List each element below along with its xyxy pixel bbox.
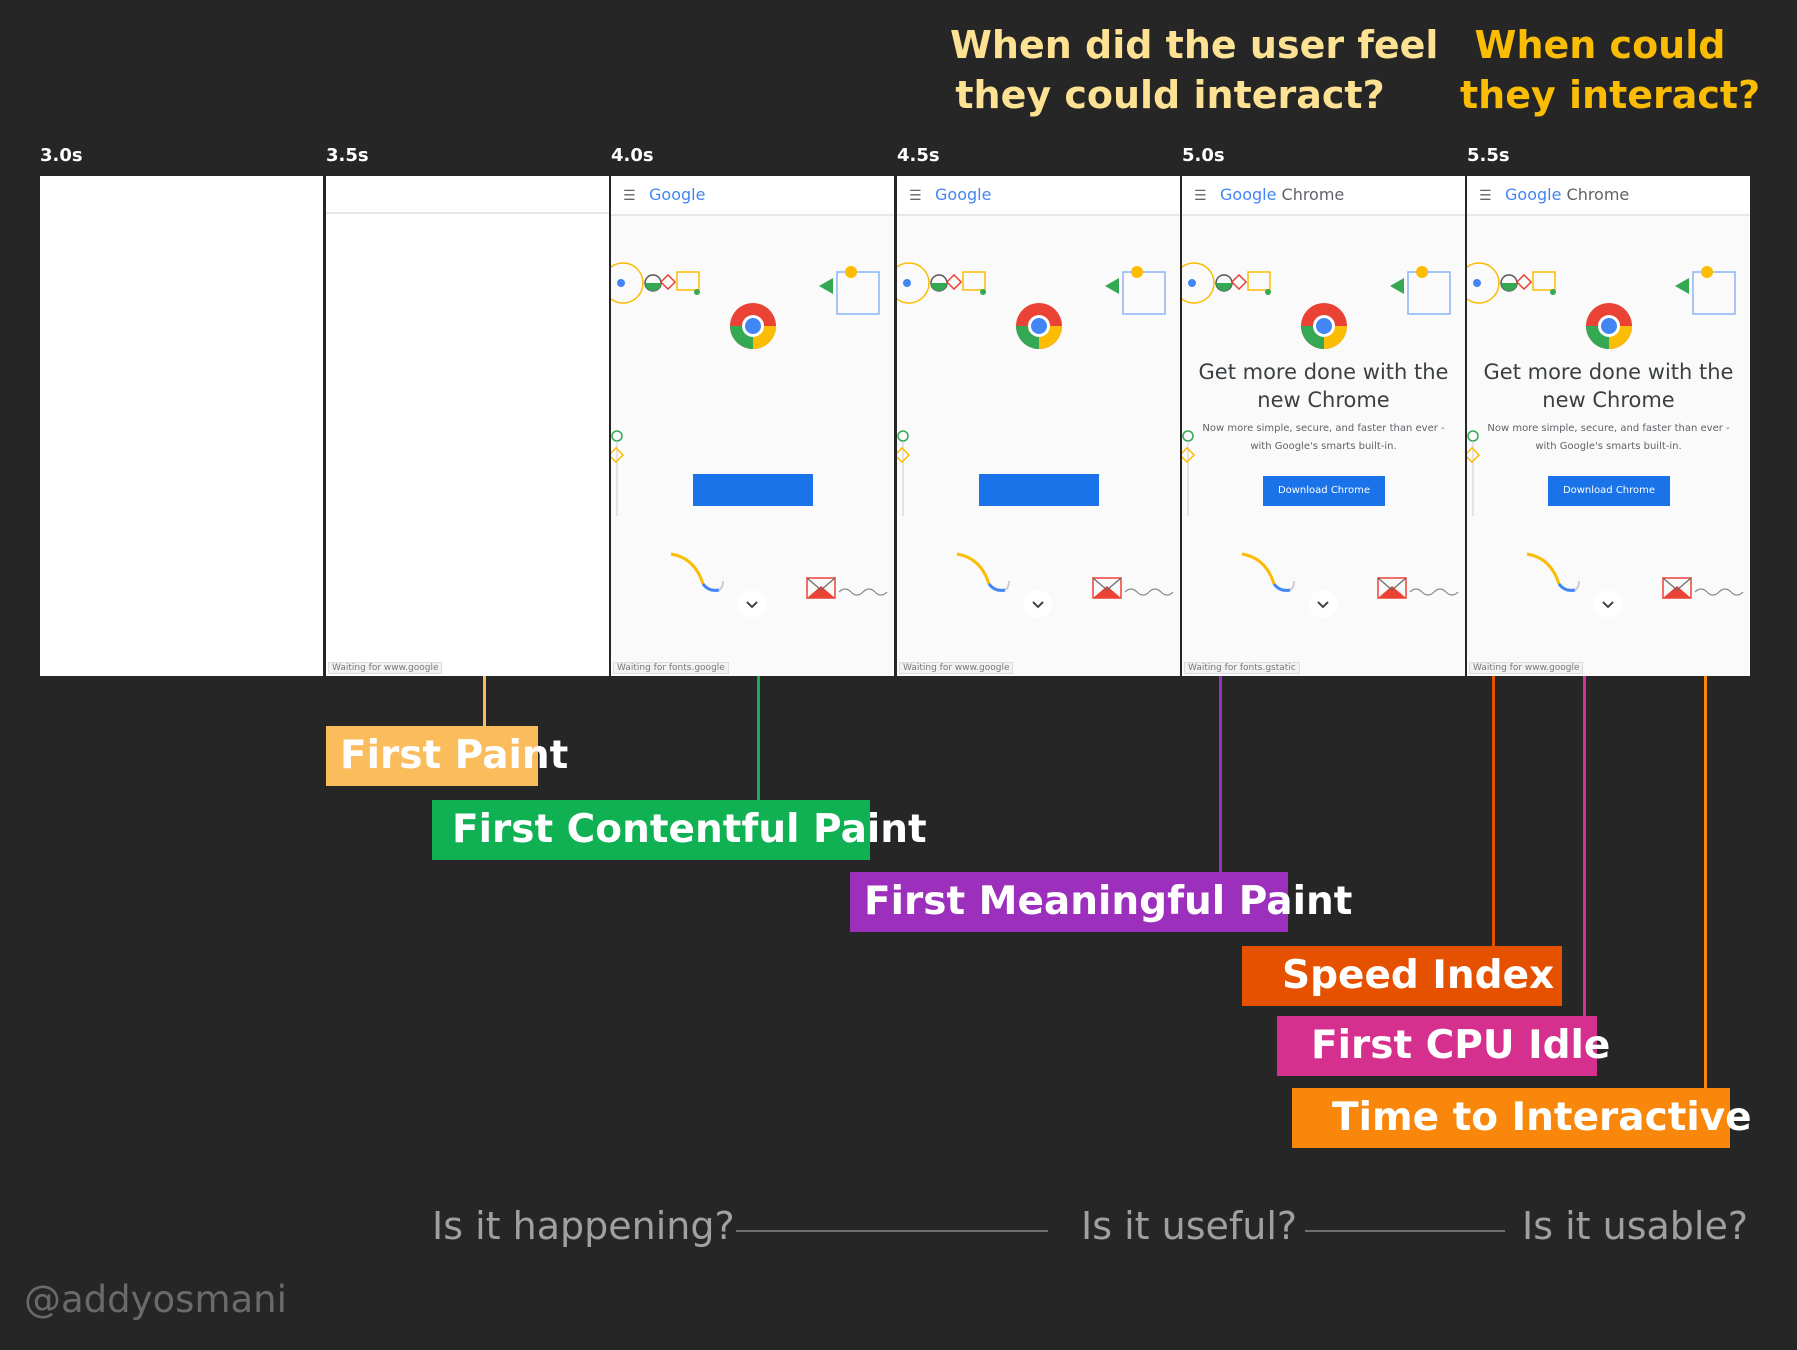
envelope-icon bbox=[806, 577, 836, 599]
page-toolbar: ☰ Google Chrome bbox=[1467, 176, 1750, 216]
question-could-line-2: they interact? bbox=[1460, 73, 1761, 117]
filmstrip-frame-4-5: ☰ Google bbox=[897, 176, 1180, 676]
question-could-line-1: When could bbox=[1474, 23, 1726, 67]
question-feel-line-2: they could interact? bbox=[955, 73, 1385, 117]
page-headline: Get more done with the new Chrome bbox=[1467, 358, 1750, 414]
hamburger-menu-icon[interactable]: ☰ bbox=[1194, 188, 1207, 204]
page-toolbar: ☰ Google bbox=[611, 176, 894, 216]
envelope-icon bbox=[1377, 577, 1407, 599]
loading-status: Waiting for fonts.google bbox=[613, 662, 729, 674]
headline-line-2: new Chrome bbox=[1257, 388, 1390, 412]
google-brand: Google bbox=[649, 185, 705, 204]
product-name: Chrome bbox=[1281, 185, 1345, 204]
location-pin-icon bbox=[611, 430, 625, 516]
google-wordmark: Google bbox=[935, 185, 992, 204]
product-name: Chrome bbox=[1566, 185, 1630, 204]
timestamp-3-5: 3.5s bbox=[326, 145, 369, 166]
filmstrip-frame-5-5: ☰ Google Chrome bbox=[1467, 176, 1750, 676]
page-toolbar bbox=[326, 176, 609, 214]
google-brand: Google bbox=[935, 185, 991, 204]
google-wordmark: Google bbox=[1505, 185, 1562, 204]
hamburger-menu-icon[interactable]: ☰ bbox=[623, 188, 636, 204]
subtitle-line-2: with Google's smarts built-in. bbox=[1250, 441, 1397, 452]
location-pin-icon bbox=[1467, 430, 1481, 516]
chrome-logo-icon bbox=[730, 303, 776, 349]
first-contentful-paint-label: First Contentful Paint bbox=[432, 800, 927, 860]
chrome-logo-icon bbox=[1586, 303, 1632, 349]
first-cpu-idle-label: First CPU Idle bbox=[1277, 1016, 1610, 1076]
hamburger-menu-icon[interactable]: ☰ bbox=[909, 188, 922, 204]
is-it-useful-text: Is it useful? bbox=[1081, 1204, 1298, 1248]
illustration-decorations bbox=[1182, 262, 1459, 618]
question-feel-interact: When did the user feel they could intera… bbox=[950, 20, 1439, 120]
is-it-happening-text: Is it happening? bbox=[432, 1204, 735, 1248]
page-headline: Get more done with the new Chrome bbox=[1182, 358, 1465, 414]
chrome-logo-icon bbox=[1016, 303, 1062, 349]
filmstrip-frame-4-0: ☰ Google bbox=[611, 176, 894, 676]
subtitle-line-2: with Google's smarts built-in. bbox=[1535, 441, 1682, 452]
author-handle: @addyosmani bbox=[24, 1278, 287, 1321]
google-chrome-brand: Google Chrome bbox=[1505, 185, 1629, 204]
subtitle-line-1: Now more simple, secure, and faster than… bbox=[1202, 423, 1445, 434]
page-toolbar: ☰ Google bbox=[897, 176, 1180, 216]
question-feel-line-1: When did the user feel bbox=[950, 23, 1439, 67]
timestamp-5-0: 5.0s bbox=[1182, 145, 1225, 166]
speed-index-label: Speed Index bbox=[1242, 946, 1562, 1006]
filmstrip-frame-5-0: ☰ Google Chrome bbox=[1182, 176, 1465, 676]
envelope-icon bbox=[1092, 577, 1122, 599]
headline-line-1: Get more done with the bbox=[1198, 360, 1449, 384]
first-meaningful-paint-connector bbox=[1219, 676, 1222, 872]
progress-divider-2 bbox=[1305, 1230, 1505, 1232]
google-wordmark: Google bbox=[1220, 185, 1277, 204]
google-wordmark: Google bbox=[649, 185, 706, 204]
question-could-interact: When could they interact? bbox=[1460, 20, 1761, 120]
first-paint-label: First Paint bbox=[326, 726, 568, 786]
timestamp-3-0: 3.0s bbox=[40, 145, 83, 166]
loading-status: Waiting for fonts.gstatic bbox=[1184, 662, 1300, 674]
filmstrip-frame-3-5: Waiting for www.google bbox=[326, 176, 609, 676]
envelope-icon bbox=[1662, 577, 1692, 599]
google-chrome-brand: Google Chrome bbox=[1220, 185, 1344, 204]
location-pin-icon bbox=[897, 430, 911, 516]
page-subtitle: Now more simple, secure, and faster than… bbox=[1479, 420, 1738, 456]
time-to-interactive-label: Time to Interactive bbox=[1292, 1088, 1752, 1148]
first-meaningful-paint-label: First Meaningful Paint bbox=[850, 872, 1352, 932]
timestamp-4-0: 4.0s bbox=[611, 145, 654, 166]
loading-status: Waiting for www.google bbox=[1469, 662, 1584, 674]
illustration-decorations bbox=[611, 262, 888, 618]
loading-status: Waiting for www.google bbox=[899, 662, 1014, 674]
download-chrome-button[interactable]: Download Chrome bbox=[1548, 476, 1670, 506]
first-cpu-idle-connector bbox=[1583, 676, 1586, 1016]
illustration-decorations bbox=[1467, 262, 1744, 618]
page-subtitle: Now more simple, secure, and faster than… bbox=[1194, 420, 1453, 456]
location-pin-icon bbox=[1182, 430, 1196, 516]
headline-line-2: new Chrome bbox=[1542, 388, 1675, 412]
loading-status: Waiting for www.google bbox=[328, 662, 443, 674]
progress-divider-1 bbox=[736, 1230, 1048, 1232]
page-toolbar: ☰ Google Chrome bbox=[1182, 176, 1465, 216]
timestamp-4-5: 4.5s bbox=[897, 145, 940, 166]
first-paint-connector bbox=[483, 676, 486, 726]
illustration-decorations bbox=[897, 262, 1174, 618]
filmstrip-frame-3-0 bbox=[40, 176, 323, 676]
download-chrome-button[interactable]: Download Chrome bbox=[1263, 476, 1385, 506]
hamburger-menu-icon[interactable]: ☰ bbox=[1479, 188, 1492, 204]
speed-index-connector bbox=[1492, 676, 1495, 946]
chrome-logo-icon bbox=[1301, 303, 1347, 349]
time-to-interactive-connector bbox=[1704, 676, 1707, 1088]
headline-line-1: Get more done with the bbox=[1483, 360, 1734, 384]
first-contentful-paint-connector bbox=[757, 676, 760, 800]
subtitle-line-1: Now more simple, secure, and faster than… bbox=[1487, 423, 1730, 434]
timestamp-5-5: 5.5s bbox=[1467, 145, 1510, 166]
is-it-usable-text: Is it usable? bbox=[1522, 1204, 1749, 1248]
